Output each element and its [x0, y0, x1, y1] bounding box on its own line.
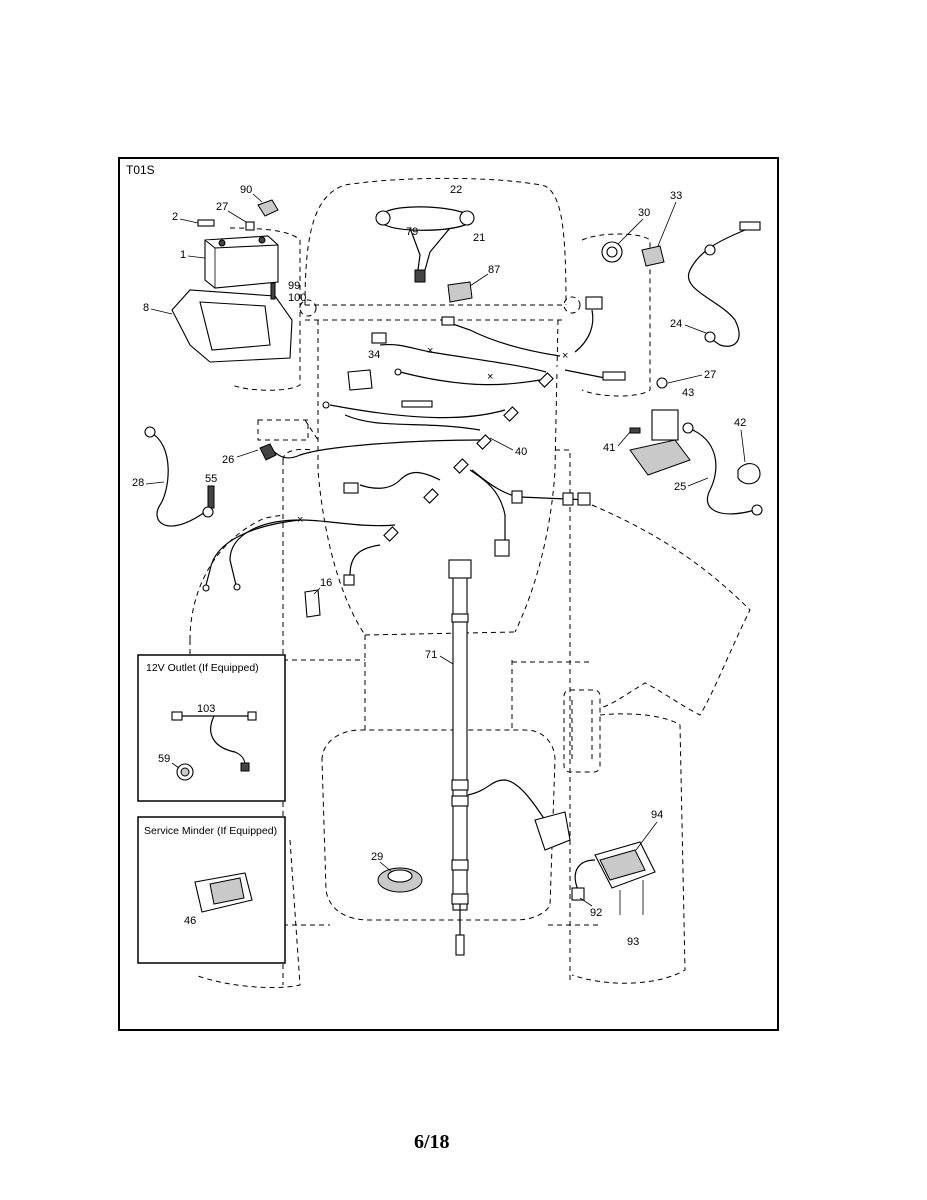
svg-text:1: 1	[180, 249, 186, 261]
svg-text:99: 99	[288, 280, 300, 292]
page-number: 6/18	[414, 1131, 450, 1153]
pto-switch-group	[571, 841, 656, 915]
svg-text:×: ×	[427, 345, 433, 357]
inset-12v-outlet: 12V Outlet (If Equipped) 103 59	[137, 654, 286, 802]
svg-text:22: 22	[450, 184, 462, 196]
svg-text:55: 55	[205, 473, 217, 485]
svg-text:×: ×	[487, 371, 493, 383]
callouts: 90 27 2 1 99 100 8 22 79 21 87 33 30 24 …	[132, 184, 746, 948]
svg-text:59: 59	[158, 753, 170, 765]
svg-text:16: 16	[320, 577, 332, 589]
svg-text:12V Outlet (If Equipped): 12V Outlet (If Equipped)	[146, 662, 259, 674]
svg-text:40: 40	[515, 446, 527, 458]
svg-text:28: 28	[132, 477, 144, 489]
diagram-code: T01S	[126, 163, 155, 177]
svg-text:25: 25	[674, 481, 686, 493]
battery-group	[171, 199, 293, 363]
svg-text:87: 87	[488, 264, 500, 276]
svg-text:42: 42	[734, 417, 746, 429]
svg-text:27: 27	[216, 201, 228, 213]
svg-text:92: 92	[590, 907, 602, 919]
svg-text:33: 33	[670, 190, 682, 202]
svg-text:100: 100	[288, 292, 306, 304]
svg-text:24: 24	[670, 318, 682, 330]
inset-service-minder: Service Minder (If Equipped) 46	[137, 816, 286, 964]
svg-text:×: ×	[297, 514, 303, 526]
svg-text:8: 8	[143, 302, 149, 314]
svg-text:46: 46	[184, 915, 196, 927]
svg-text:2: 2	[172, 211, 178, 223]
svg-text:×: ×	[562, 350, 568, 362]
svg-text:34: 34	[368, 349, 380, 361]
starter-solenoid	[629, 377, 691, 476]
svg-text:21: 21	[473, 232, 485, 244]
cables-group	[144, 221, 763, 527]
headlight-assembly	[375, 206, 475, 303]
svg-text:29: 29	[371, 851, 383, 863]
svg-text:79: 79	[406, 226, 418, 238]
svg-text:94: 94	[651, 809, 663, 821]
svg-text:Service Minder (If Equipped): Service Minder (If Equipped)	[144, 825, 277, 837]
svg-text:93: 93	[627, 936, 639, 948]
svg-text:30: 30	[638, 207, 650, 219]
wire-harness-71	[448, 559, 571, 956]
tractor-outline	[189, 177, 751, 988]
switches-group	[207, 241, 665, 893]
svg-text:27: 27	[704, 369, 716, 381]
svg-text:26: 26	[222, 454, 234, 466]
svg-text:41: 41	[603, 442, 615, 454]
diagram-border	[118, 157, 779, 1031]
svg-text:43: 43	[682, 387, 694, 399]
main-wire-harness: × × × ×	[202, 296, 626, 592]
svg-text:103: 103	[197, 703, 215, 715]
svg-text:90: 90	[240, 184, 252, 196]
svg-text:71: 71	[425, 649, 437, 661]
